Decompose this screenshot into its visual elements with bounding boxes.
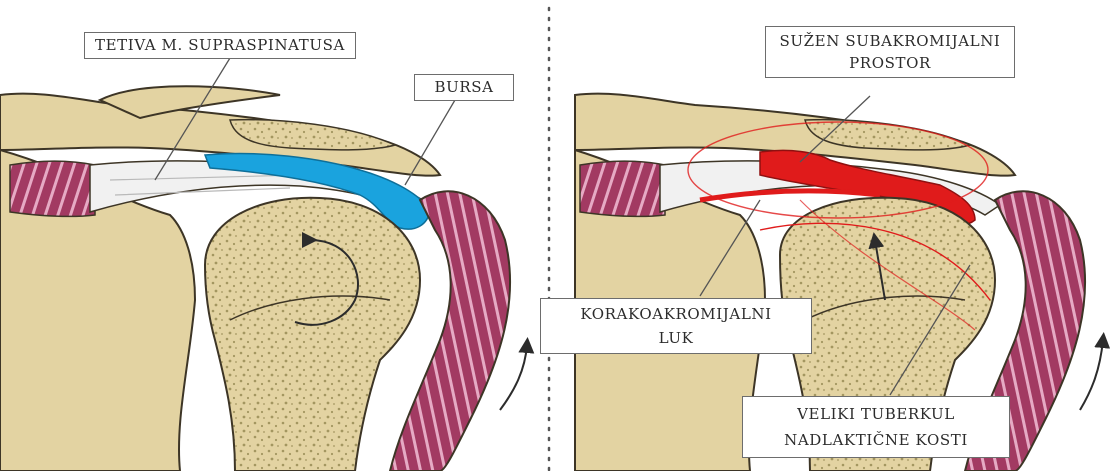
supraspinatus-muscle-right [580,161,665,216]
label-text-line1: SUŽEN SUBAKROMIJALNI [774,30,1006,52]
supraspinatus-muscle-left [10,161,95,216]
label-text-line1: VELIKI TUBERKUL [751,401,1001,427]
label-text-line1: KORAKOAKROMIJALNI [549,302,803,326]
humeral-head-left [205,198,420,471]
label-narrowed-subacromial-space: SUŽEN SUBAKROMIJALNI PROSTOR [765,26,1015,78]
label-coracoacromial-arch: KORAKOAKROMIJALNI LUK [540,298,812,354]
label-text: BURSA [423,77,505,98]
deltoid-muscle-left [390,191,510,471]
label-greater-tubercle: VELIKI TUBERKUL NADLAKTIČNE KOSTI [742,396,1010,458]
elevation-arrow-left [500,345,527,410]
label-text: TETIVA M. SUPRASPINATUSA [93,35,347,56]
label-text-line2: PROSTOR [774,52,1006,74]
label-text-line2: LUK [549,326,803,350]
label-supraspinatus-tendon: TETIVA M. SUPRASPINATUSA [84,32,356,59]
elevation-arrow-right [1080,340,1103,410]
label-bursa: BURSA [414,74,514,101]
label-text-line2: NADLAKTIČNE KOSTI [751,427,1001,453]
left-panel-normal-shoulder [0,58,527,471]
